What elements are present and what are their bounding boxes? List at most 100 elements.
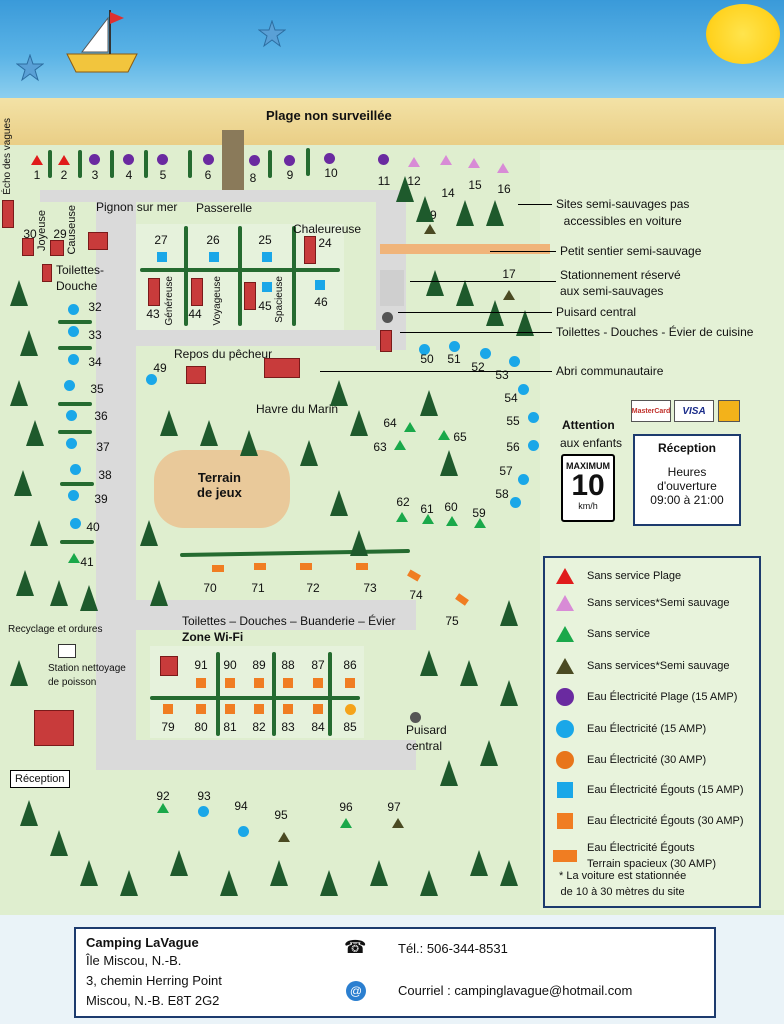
legend-item: Eau Électricité Égouts (30 AMP)	[553, 813, 744, 829]
attention-sub: aux enfants	[560, 436, 623, 450]
tree-icon	[220, 870, 238, 896]
site-number: 94	[234, 799, 248, 813]
email-icon: @	[346, 981, 366, 1001]
building-chaleureuse	[304, 236, 316, 264]
legend-item: Eau Électricité Plage (15 AMP)	[553, 688, 737, 706]
legend-item: Eau Électricité Égouts Terrain spacieux …	[553, 840, 716, 872]
site-number: 89	[252, 658, 266, 672]
site-marker	[408, 157, 420, 167]
visa-icon: VISA	[674, 400, 714, 422]
site-marker	[419, 344, 430, 355]
station-label: Station nettoyage de poisson	[48, 663, 126, 688]
hedge	[58, 430, 92, 434]
legend-symbol	[553, 813, 577, 829]
road	[96, 740, 416, 770]
hedge	[184, 226, 188, 326]
sea	[0, 0, 784, 100]
site-number: 27	[154, 233, 168, 247]
wifi-label: Zone Wi-Fi	[182, 630, 244, 644]
tree-icon	[500, 680, 518, 706]
site-number: 11	[377, 174, 391, 188]
contact-box: Camping LaVague Île Miscou, N.-B. 3, che…	[74, 927, 716, 1018]
site-marker	[123, 154, 134, 165]
site-marker	[262, 252, 272, 262]
hedge	[144, 150, 148, 178]
site-marker	[313, 678, 323, 688]
site-marker	[278, 832, 290, 842]
tree-icon	[10, 660, 28, 686]
building-pignon	[88, 232, 108, 250]
address-line3: Miscou, N.-B. E8T 2G2	[86, 993, 220, 1008]
speed-limit-sign: MAXIMUM 10 km/h	[561, 454, 615, 522]
site-marker	[440, 155, 452, 165]
legend-symbol	[553, 568, 577, 584]
site-marker	[422, 514, 434, 524]
site-number: 58	[495, 487, 509, 501]
site-marker	[497, 163, 509, 173]
site-number: 30	[23, 227, 37, 241]
hedge	[140, 268, 340, 272]
site-number: 90	[223, 658, 237, 672]
tree-icon	[16, 570, 34, 596]
site-number: 79	[161, 720, 175, 734]
tree-icon	[270, 860, 288, 886]
legend-item: Eau Électricité (15 AMP)	[553, 720, 706, 738]
hedge	[272, 652, 276, 736]
tree-icon	[30, 520, 48, 546]
tree-icon	[420, 870, 438, 896]
tree-icon	[440, 760, 458, 786]
site-number: 16	[497, 182, 511, 196]
tree-icon	[486, 200, 504, 226]
pignon-label: Pignon sur mer	[96, 200, 178, 214]
passerelle	[222, 130, 244, 190]
tree-icon	[396, 176, 414, 202]
genereuse-label: Généreuse	[164, 276, 175, 326]
site-marker	[394, 440, 406, 450]
site-number: 38	[98, 468, 112, 482]
reception-plaque: Réception	[10, 770, 70, 788]
phone-link[interactable]: Tél.: 506-344-8531	[398, 941, 508, 956]
legend-item: Sans service	[553, 626, 650, 642]
site-marker	[404, 422, 416, 432]
site-marker	[254, 563, 266, 570]
email-link[interactable]: Courriel : campinglavague@hotmail.com	[398, 983, 633, 998]
site-number: 14	[441, 186, 455, 200]
legend-note: * La voiture est stationnée de 10 à 30 m…	[559, 870, 687, 898]
arrow	[320, 371, 552, 372]
legend-symbol	[553, 595, 577, 611]
debit-card-icon	[718, 400, 740, 422]
boat-icon	[66, 10, 138, 73]
site-number: 4	[125, 168, 133, 182]
site-marker	[300, 563, 312, 570]
spacieuse-label: Spacieuse	[274, 276, 285, 323]
hedge	[110, 150, 114, 178]
hedge	[48, 150, 52, 178]
site-number: 74	[409, 588, 423, 602]
hedge	[188, 150, 192, 178]
site-marker	[157, 154, 168, 165]
site-number: 86	[343, 658, 357, 672]
speed-unit: km/h	[578, 501, 598, 511]
legend-symbol	[553, 720, 577, 738]
legend-symbol	[553, 782, 577, 798]
hedge	[268, 150, 272, 178]
tree-icon	[420, 390, 438, 416]
site-number: 52	[471, 360, 485, 374]
tree-icon	[300, 440, 318, 466]
tree-icon	[440, 450, 458, 476]
causeuse-label: Causeuse	[66, 205, 78, 255]
site-marker	[262, 282, 272, 292]
site-number: 25	[258, 233, 272, 247]
site-marker	[68, 326, 79, 337]
site-marker	[254, 704, 264, 714]
tree-icon	[456, 280, 474, 306]
building	[2, 200, 14, 228]
tree-icon	[420, 650, 438, 676]
site-number: 87	[311, 658, 325, 672]
site-marker	[392, 818, 404, 828]
chaleureuse-label: Chaleureuse	[293, 222, 362, 236]
toilettes-buanderie-label: Toilettes – Douches – Buanderie – Évier	[182, 614, 396, 628]
site-marker	[163, 704, 173, 714]
site-marker	[468, 158, 480, 168]
site-number: 64	[383, 416, 397, 430]
